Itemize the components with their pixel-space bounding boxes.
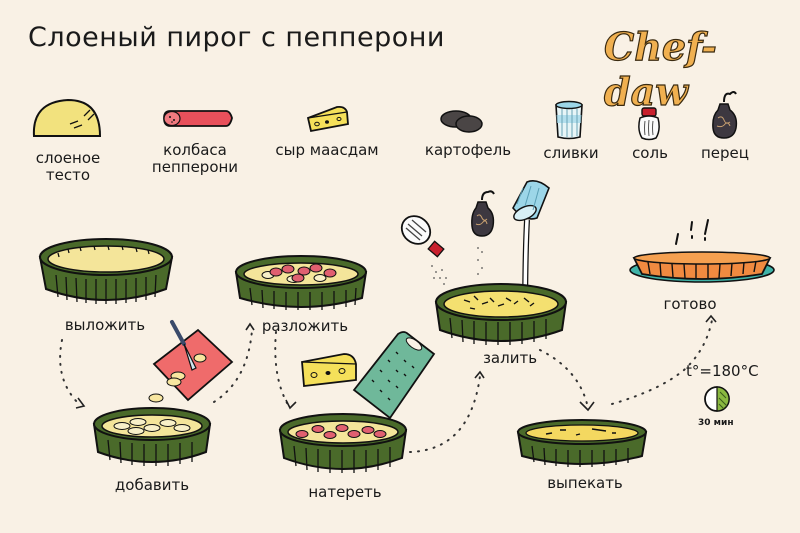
cheese-icon bbox=[306, 105, 349, 133]
salt-shaker-tilted-illustration bbox=[400, 215, 445, 258]
step-label-1: выложить bbox=[64, 316, 146, 334]
step-label-7: готово bbox=[663, 295, 717, 313]
ingredient-label-cheese: сыр маасдам bbox=[275, 141, 379, 159]
step-6-pan-illustration bbox=[516, 419, 648, 467]
step-4-pan-illustration bbox=[278, 413, 408, 473]
step-label-4: натереть bbox=[308, 483, 382, 501]
step-label-3: разложить bbox=[261, 317, 349, 335]
cream-glass-icon bbox=[555, 100, 583, 140]
baking-temperature: t°=180°C bbox=[686, 362, 759, 380]
ingredient-label-salt: соль bbox=[632, 144, 668, 162]
step-3-pan-illustration bbox=[234, 255, 368, 310]
puff-pastry-icon bbox=[32, 98, 102, 137]
step-1-pan-illustration bbox=[38, 238, 174, 304]
page-title: Слоеный пирог с пепперони bbox=[28, 22, 445, 53]
pepper-grinder-tilted-illustration bbox=[471, 190, 495, 237]
step-2-pan-illustration bbox=[92, 407, 212, 466]
step-label-5: залить bbox=[482, 349, 538, 367]
pepper-grinder-icon bbox=[712, 91, 738, 139]
cheese-wedge-illustration bbox=[301, 353, 357, 388]
step-5-pan-illustration bbox=[434, 283, 568, 345]
step-label-6: выпекать bbox=[547, 474, 623, 492]
timer-icon bbox=[704, 386, 730, 412]
seasoning-dots-illustration bbox=[431, 247, 483, 285]
ingredient-label-cream: сливки bbox=[543, 144, 599, 162]
potato-icon bbox=[440, 110, 483, 133]
baking-time: 30 мин bbox=[698, 418, 734, 428]
ingredient-label-potato: картофель bbox=[424, 141, 512, 159]
ingredient-label-pepper: перец bbox=[701, 144, 749, 162]
salt-shaker-icon bbox=[638, 107, 660, 141]
step-label-2: добавить bbox=[114, 476, 190, 494]
brand-logo: Chef-daw bbox=[603, 23, 717, 114]
sausage-icon bbox=[163, 110, 233, 127]
cutting-board-knife-illustration bbox=[148, 320, 234, 403]
grater-illustration bbox=[352, 331, 436, 420]
finished-pie-illustration bbox=[629, 219, 775, 283]
